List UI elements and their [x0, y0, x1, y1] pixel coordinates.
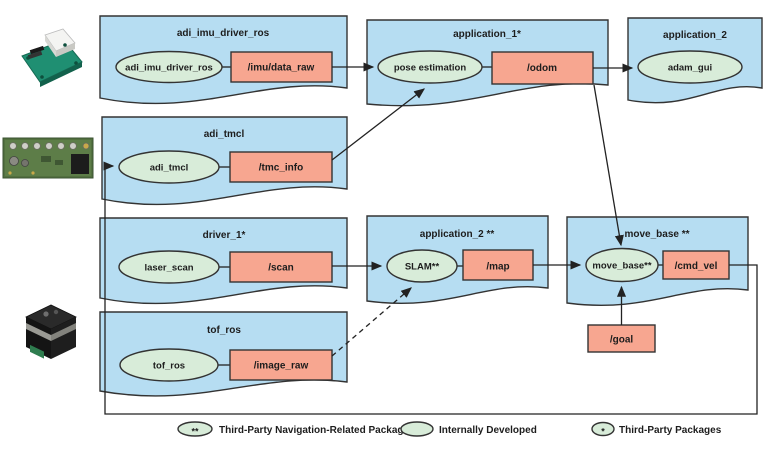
package-adi-imu-driver-ros: adi_imu_driver_ros adi_imu_driver_ros /i… [99, 15, 348, 105]
package-title: adi_tmcl [204, 129, 245, 140]
ros-topic-label: /tmc_info [259, 163, 303, 174]
ros-node-label: adi_imu_driver_ros [125, 63, 213, 74]
ros-topic-box [229, 349, 333, 381]
legend-item-internally-developed: Internally Developed [400, 421, 537, 437]
ros-node-label: laser_scan [144, 263, 193, 274]
package-application-1: application_1* pose estimation /odom [366, 19, 609, 107]
ros-topic-label: /scan [268, 263, 294, 274]
ros-topic-label: /image_raw [254, 361, 309, 372]
ros-topic-box [662, 250, 730, 280]
legend-third-party-ellipse-icon [591, 421, 615, 437]
package-title: tof_ros [207, 325, 241, 336]
ros-topic-box [230, 51, 333, 83]
package-title: application_2 [663, 30, 727, 41]
tof-camera-photo [25, 304, 77, 359]
ros-node-label: adi_tmcl [150, 163, 189, 174]
ros-topic-box [229, 251, 333, 283]
ros-node-label: SLAM** [405, 262, 440, 273]
legend-item-third-party-packages: * Third-Party Packages [591, 421, 722, 437]
ros-node-ellipse [386, 249, 458, 283]
legend-internal-label: Internally Developed [439, 425, 537, 436]
package-title: move_base ** [624, 229, 689, 240]
ros-node-label: tof_ros [153, 361, 185, 372]
package-title: application_1* [453, 29, 521, 40]
ros-node-label: move_base** [592, 261, 651, 272]
package-title: adi_imu_driver_ros [177, 28, 270, 39]
legend-third-party-symbol: * [601, 427, 605, 437]
arrow-odom-to-move-base [593, 84, 624, 247]
legend-nav-label: Third-Party Navigation-Related Packages [219, 425, 415, 436]
ros-topic-label: /imu/data_raw [248, 63, 315, 74]
package-title: application_2 ** [420, 229, 495, 240]
legend: ** Third-Party Navigation-Related Packag… [177, 421, 722, 437]
ros-node-ellipse [637, 50, 743, 84]
package-driver-1: driver_1* laser_scan /scan [99, 217, 348, 305]
ros-node-ellipse [585, 247, 659, 283]
legend-internal-ellipse-icon [400, 421, 434, 437]
ros-node-ellipse [118, 250, 220, 284]
arrow-tmc-info-to-pose-estimation [331, 88, 426, 161]
imu-sensor-photo [21, 28, 83, 87]
legend-nav-ellipse-icon [177, 421, 213, 437]
ros-node-label: adam_gui [668, 63, 712, 74]
package-title: driver_1* [203, 230, 246, 241]
legend-nav-symbol: ** [191, 427, 199, 437]
legend-third-party-label: Third-Party Packages [619, 425, 722, 436]
goal-topic: /goal [587, 324, 656, 353]
ros-node-ellipse [118, 150, 220, 184]
motor-controller-board-photo [2, 137, 94, 179]
legend-item-nav-packages: ** Third-Party Navigation-Related Packag… [177, 421, 415, 437]
ros-topic-label: /map [486, 262, 509, 273]
ros-topic-label: /goal [610, 335, 634, 346]
ros-topic-box [491, 51, 594, 85]
ros-topic-box [587, 324, 656, 353]
package-application-2-slam: application_2 ** SLAM** /map [366, 215, 549, 305]
package-tof-ros: tof_ros tof_ros /image_raw [99, 311, 348, 397]
package-move-base: move_base ** move_base** /cmd_vel [566, 216, 749, 307]
ros-topic-box [229, 151, 333, 183]
package-application-2-gui: application_2 adam_gui [627, 17, 763, 104]
package-adi-tmcl: adi_tmcl adi_tmcl /tmc_info [101, 116, 348, 206]
ros-topic-label: /odom [527, 63, 557, 74]
ros-node-label: pose estimation [394, 63, 467, 74]
ros-node-ellipse [377, 50, 483, 84]
ros-topic-box [462, 249, 534, 281]
ros-node-ellipse [115, 50, 223, 84]
ros-topic-label: /cmd_vel [675, 261, 718, 272]
arrow-cmd-vel-feedback-to-adi-tmcl [103, 161, 758, 415]
ros-node-ellipse [119, 348, 219, 382]
